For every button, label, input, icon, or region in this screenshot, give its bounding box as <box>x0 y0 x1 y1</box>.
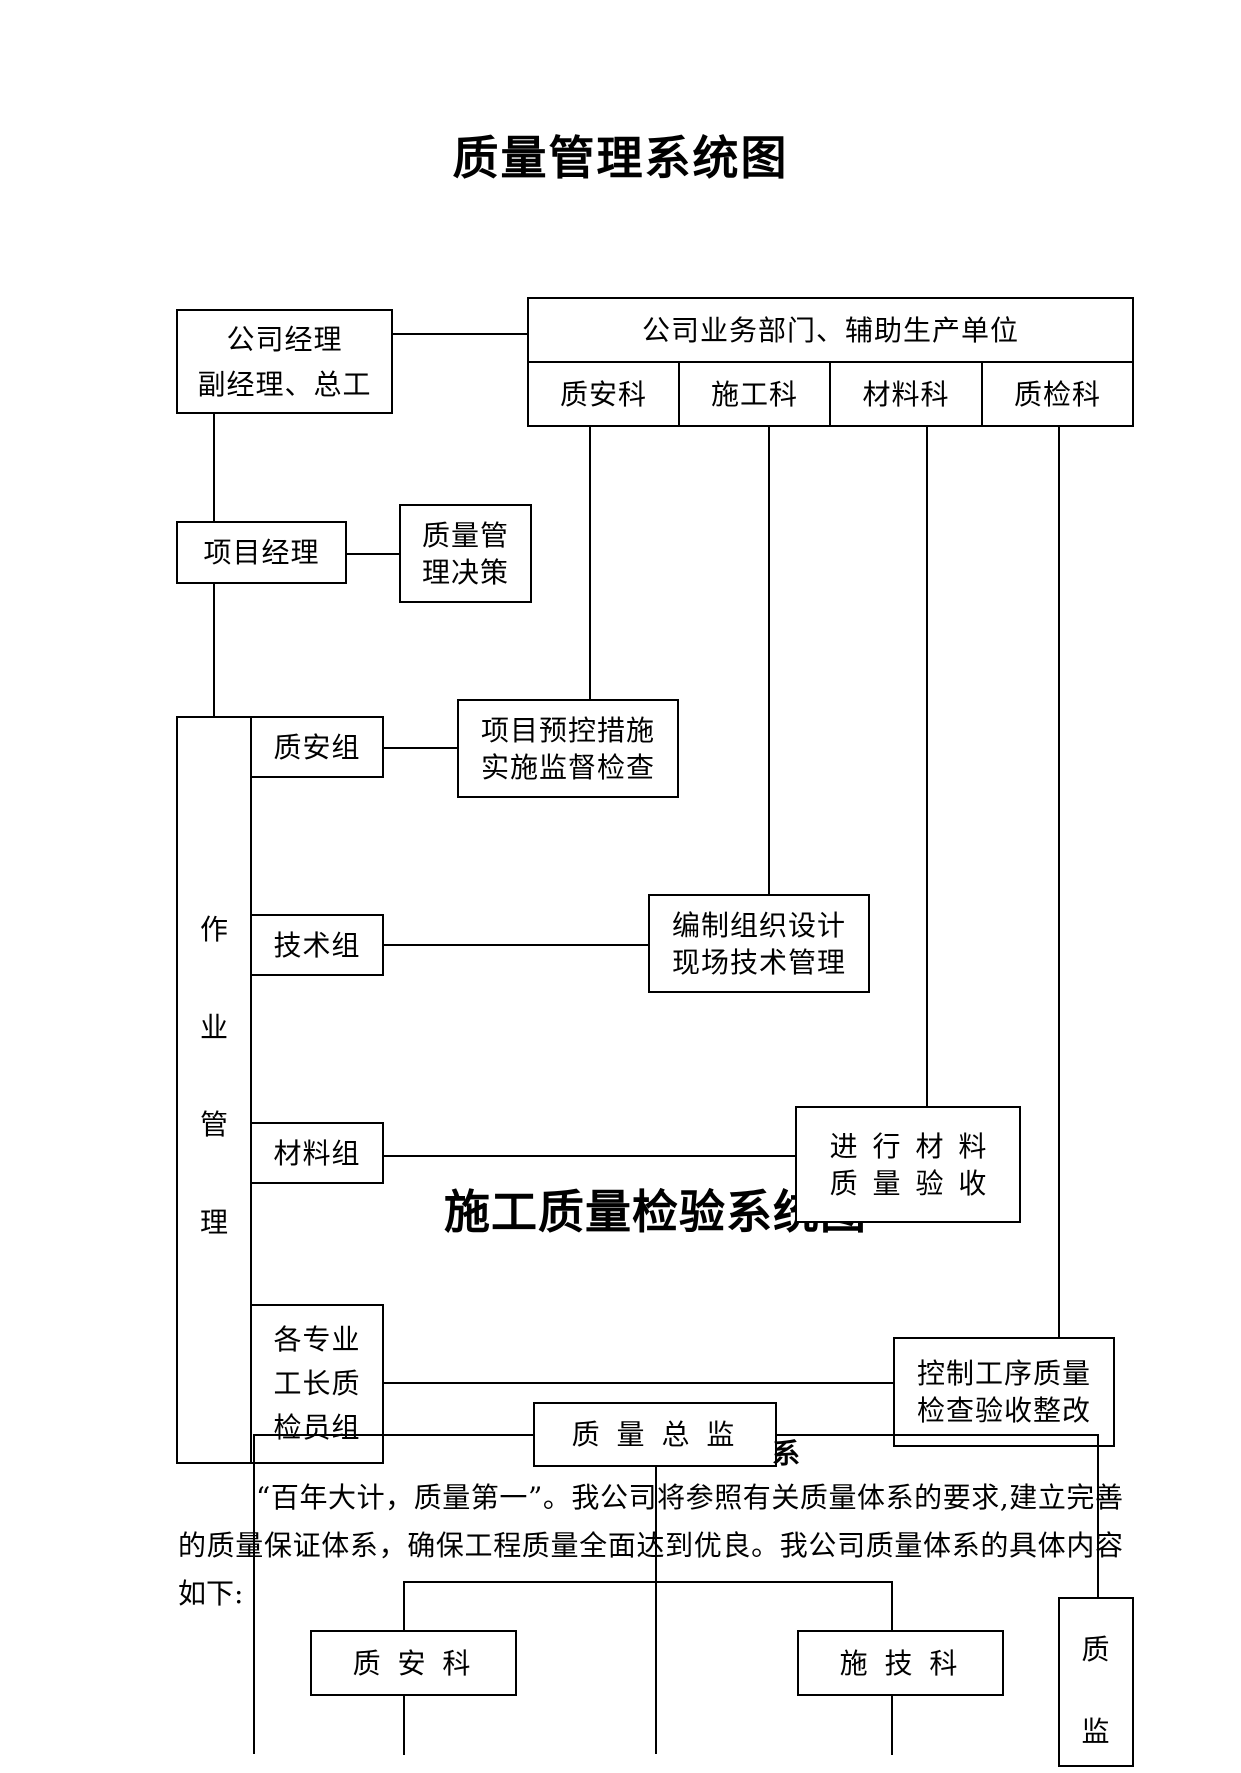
connector-line <box>403 1581 893 1583</box>
connector-line <box>382 944 648 946</box>
safety-action-box: 项目预控措施 实施监督检查 <box>457 699 679 798</box>
intro-paragraph: “百年大计，质量第一”。我公司将参照有关质量体系的要求,建立完善的质量保证体系，… <box>178 1481 1123 1610</box>
material-action-box: 进 行 材 料 质 量 验 收 <box>795 1106 1021 1223</box>
specialty-group-line1: 各专业 <box>273 1323 361 1356</box>
connector-line <box>253 1434 255 1754</box>
quality-decision-line2: 理决策 <box>421 555 509 589</box>
specialty-group-line3: 检员组 <box>273 1411 361 1444</box>
work-management-char: 管 <box>199 1108 228 1141</box>
quality-decision-box: 质量管 理决策 <box>399 504 532 603</box>
material-action-line2: 质 量 验 收 <box>829 1166 987 1200</box>
work-management-label: 作 业 管 理 <box>178 908 250 1298</box>
work-management-char: 理 <box>199 1205 228 1239</box>
quality-supervision-char: 监 <box>1081 1715 1111 1748</box>
dept-safety: 质安科 <box>527 361 680 427</box>
connector-line <box>382 1382 894 1384</box>
construction-tech-dept-box: 施 技 科 <box>797 1630 1004 1696</box>
connector-line <box>382 1155 796 1157</box>
quality-decision-line1: 质量管 <box>421 518 509 552</box>
dept-inspection: 质检科 <box>981 361 1134 427</box>
connector-line <box>1097 1434 1099 1598</box>
connector-line <box>655 1466 657 1754</box>
heading-fragment: 系 <box>772 1437 801 1470</box>
tech-group-box: 技术组 <box>250 914 384 976</box>
connector-line <box>891 1695 893 1755</box>
connector-line <box>589 426 591 700</box>
specialty-group-box: 各专业 工长质 检员组 <box>250 1304 384 1464</box>
connector-line <box>253 1434 534 1436</box>
quality-supervision-char: 质 <box>1081 1633 1111 1666</box>
connector-line <box>776 1434 1098 1436</box>
quality-safety-dept-box: 质 安 科 <box>310 1630 517 1696</box>
work-management-char: 业 <box>199 1010 228 1044</box>
connector-line <box>403 1695 405 1755</box>
work-management-char: 作 <box>199 913 228 946</box>
connector-line <box>403 1581 405 1631</box>
connector-line <box>891 1581 893 1631</box>
specialty-action-line1: 控制工序质量 <box>916 1357 1091 1390</box>
safety-group-box: 质安组 <box>250 716 384 778</box>
connector-line <box>768 426 770 896</box>
material-group-box: 材料组 <box>250 1122 384 1184</box>
connector-line <box>382 747 458 749</box>
dept-header-box: 公司业务部门、辅助生产单位 <box>527 297 1134 363</box>
company-manager-line2: 副经理、总工 <box>197 367 372 401</box>
company-manager-box: 公司经理 副经理、总工 <box>176 309 393 414</box>
project-manager-box: 项目经理 <box>176 521 347 584</box>
page-title: 质量管理系统图 <box>452 131 789 185</box>
tech-action-line2: 现场技术管理 <box>671 945 846 979</box>
work-management-box <box>176 716 252 1464</box>
connector-line <box>213 584 215 718</box>
connector-line <box>346 553 400 555</box>
connector-line <box>926 426 928 1106</box>
specialty-action-box: 控制工序质量 检查验收整改 <box>893 1337 1115 1447</box>
specialty-group-line2: 工长质 <box>273 1367 361 1400</box>
safety-action-line2: 实施监督检查 <box>480 750 655 784</box>
tech-action-box: 编制组织设计 现场技术管理 <box>648 894 870 993</box>
connector-line <box>213 414 215 522</box>
specialty-action-line2: 检查验收整改 <box>916 1394 1091 1427</box>
safety-action-line1: 项目预控措施 <box>480 713 655 747</box>
dept-construction: 施工科 <box>678 361 831 427</box>
connector-line <box>1058 426 1060 1338</box>
tech-action-line1: 编制组织设计 <box>671 908 846 942</box>
dept-material: 材料科 <box>829 361 983 427</box>
company-manager-line1: 公司经理 <box>226 322 343 356</box>
quality-chief-box: 质 量 总 监 <box>533 1402 777 1467</box>
quality-supervision-box: 质 监 <box>1058 1597 1134 1767</box>
connector-line <box>393 333 529 335</box>
material-action-line1: 进 行 材 料 <box>829 1129 987 1163</box>
